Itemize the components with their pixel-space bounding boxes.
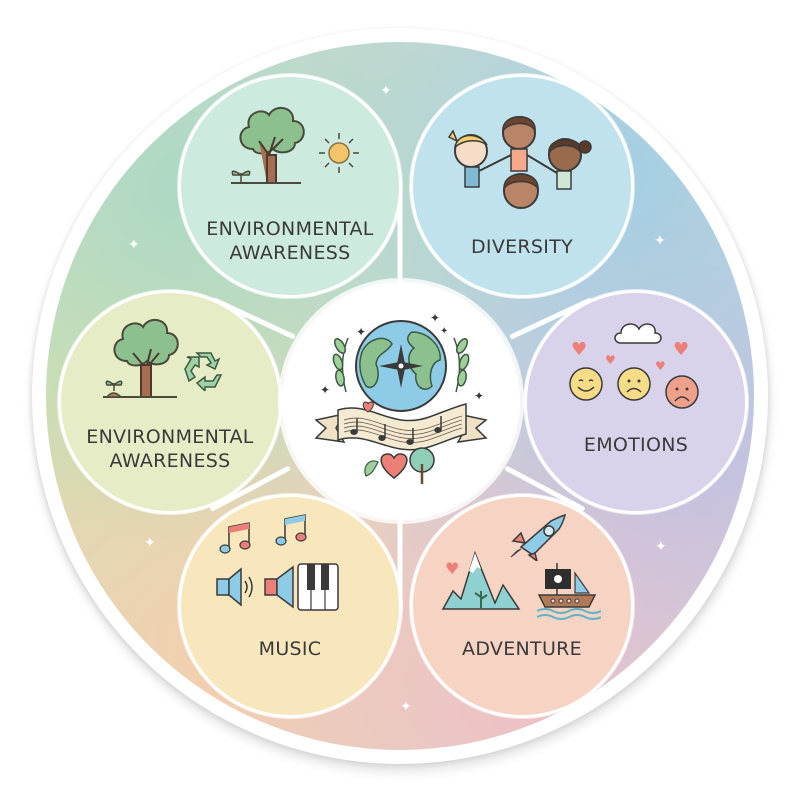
speaker-icon [216, 567, 253, 607]
globe-icon: ✦ ✦ ✦ ✦ ✦ [314, 311, 488, 484]
node-label: EMOTIONS [527, 433, 745, 457]
center-hub[interactable]: ✦ ✦ ✦ ✦ ✦ [282, 282, 520, 520]
heart-icon [362, 401, 374, 413]
label-line-2: AWARENESS [109, 450, 231, 472]
music-note-icon [219, 522, 251, 554]
children-holding-hands-icon [447, 116, 592, 209]
sparkle-icon: ✦ [654, 233, 666, 249]
recycle-icon [184, 352, 223, 391]
node-adventure[interactable]: ♥ ADVENTURE [410, 494, 634, 718]
node-label: ADVENTURE [413, 637, 631, 661]
sparkle-icon: ✦ ✦ ✦ ✦ ✦ [320, 311, 484, 403]
svg-text:✦: ✦ [474, 389, 484, 403]
sparkle-icon: ✦ [144, 535, 156, 551]
heart-icon: ♥ [655, 359, 666, 373]
sparkle-icon: ✦ [128, 237, 140, 253]
heart-icon [380, 453, 408, 479]
node-label: DIVERSITY [413, 235, 631, 259]
svg-text:✦: ✦ [440, 326, 448, 337]
compass-icon [379, 344, 423, 388]
pirate-ship-icon [537, 563, 601, 620]
sun-icon [319, 133, 359, 173]
label-line-1: EMOTIONS [583, 434, 689, 456]
label-line-1: ADVENTURE [462, 638, 582, 660]
svg-text:✦: ✦ [356, 325, 366, 339]
rocket-icon [510, 513, 567, 561]
heart-icon: ♥ [445, 559, 460, 578]
label-line-2: AWARENESS [229, 242, 351, 264]
node-environmental-awareness-left[interactable]: ENVIRONMENTAL AWARENESS [58, 290, 282, 514]
heart-icon: ♥ [571, 339, 588, 360]
node-label: ENVIRONMENTAL AWARENESS [181, 217, 399, 265]
piano-keys-icon [297, 563, 339, 611]
laurel-icon [332, 337, 470, 393]
node-label: ENVIRONMENTAL AWARENESS [61, 425, 279, 473]
sparkle-icon: ✦ [380, 83, 392, 99]
music-note-icon [275, 514, 307, 546]
label-line-1: ENVIRONMENTAL [86, 426, 254, 448]
upset-face-icon [665, 375, 699, 409]
node-diversity[interactable]: DIVERSITY [410, 74, 634, 298]
mountain-icon [441, 550, 521, 610]
music-note-icon [350, 416, 442, 445]
svg-text:✦: ✦ [430, 311, 440, 325]
node-environmental-awareness-top[interactable]: ENVIRONMENTAL AWARENESS [178, 74, 402, 298]
happy-face-icon [569, 367, 603, 401]
tree-icon [231, 106, 305, 184]
label-line-1: DIVERSITY [470, 236, 573, 258]
heart-icon: ♥ [605, 353, 616, 367]
sad-face-icon [617, 367, 651, 401]
tree-icon [409, 447, 435, 484]
node-music[interactable]: MUSIC [178, 494, 402, 718]
node-label: MUSIC [181, 637, 399, 661]
node-emotions[interactable]: ♥ ♥ ♥ ♥ EMOTIONS [524, 290, 748, 514]
sparkle-icon: ✦ [400, 699, 412, 715]
speaker-icon [264, 565, 294, 609]
cloud-icon [614, 323, 662, 344]
tree-icon [103, 318, 179, 398]
label-line-1: MUSIC [258, 638, 322, 660]
heart-icon: ♥ [673, 339, 690, 360]
svg-text:✦: ✦ [320, 383, 330, 397]
sparkle-icon: ✦ [655, 539, 667, 555]
label-line-1: ENVIRONMENTAL [206, 218, 374, 240]
